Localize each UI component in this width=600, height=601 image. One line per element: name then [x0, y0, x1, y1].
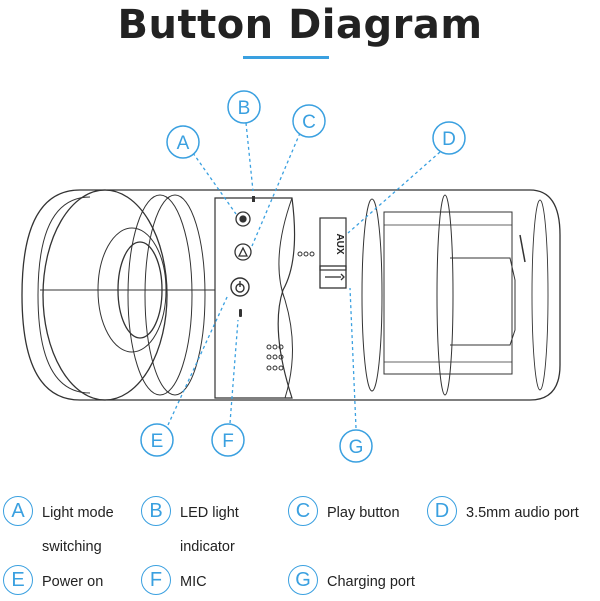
svg-text:A: A	[177, 133, 190, 154]
callout-d: D	[432, 121, 466, 155]
legend-badge: G	[288, 565, 318, 595]
legend-badge: A	[3, 496, 33, 526]
callout-f: F	[211, 423, 245, 457]
power-button[interactable]	[230, 277, 250, 297]
svg-text:B: B	[238, 98, 251, 119]
legend-badge: B	[141, 496, 171, 526]
legend-item-g: G Charging port	[288, 565, 415, 599]
callout-g: G	[339, 429, 373, 463]
aux-label: AUX	[334, 233, 345, 254]
speaker-diagram: AUX A B C D E F G	[21, 90, 561, 463]
usb-icon	[319, 265, 347, 289]
svg-text:F: F	[222, 431, 234, 452]
light-mode-button[interactable]	[235, 211, 251, 227]
title-underline	[243, 56, 329, 59]
diagram-title: Button Diagram	[117, 2, 483, 48]
svg-text:D: D	[442, 129, 456, 150]
speaker-body	[21, 189, 561, 401]
legend-item-d: D 3.5mm audio port	[427, 496, 579, 530]
callout-e: E	[140, 423, 174, 457]
play-button[interactable]	[234, 243, 252, 261]
svg-text:C: C	[302, 112, 316, 133]
callout-b: B	[227, 90, 261, 124]
aux-port[interactable]: AUX	[319, 217, 347, 271]
speaker-holes	[266, 251, 315, 371]
legend-badge: C	[288, 496, 318, 526]
legend-badge: F	[141, 565, 171, 595]
callout-a: A	[166, 125, 200, 159]
svg-text:G: G	[349, 437, 364, 458]
legend-item-f: F MIC	[141, 565, 207, 599]
legend-badge: D	[427, 496, 457, 526]
callout-c: C	[292, 104, 326, 138]
mic-hole	[239, 309, 242, 317]
legend-badge: E	[3, 565, 33, 595]
leader-lines	[167, 122, 441, 429]
led-indicator	[252, 196, 255, 202]
legend-item-c: C Play button	[288, 496, 400, 530]
legend-item-e: E Power on	[3, 565, 103, 599]
svg-text:E: E	[151, 431, 164, 452]
